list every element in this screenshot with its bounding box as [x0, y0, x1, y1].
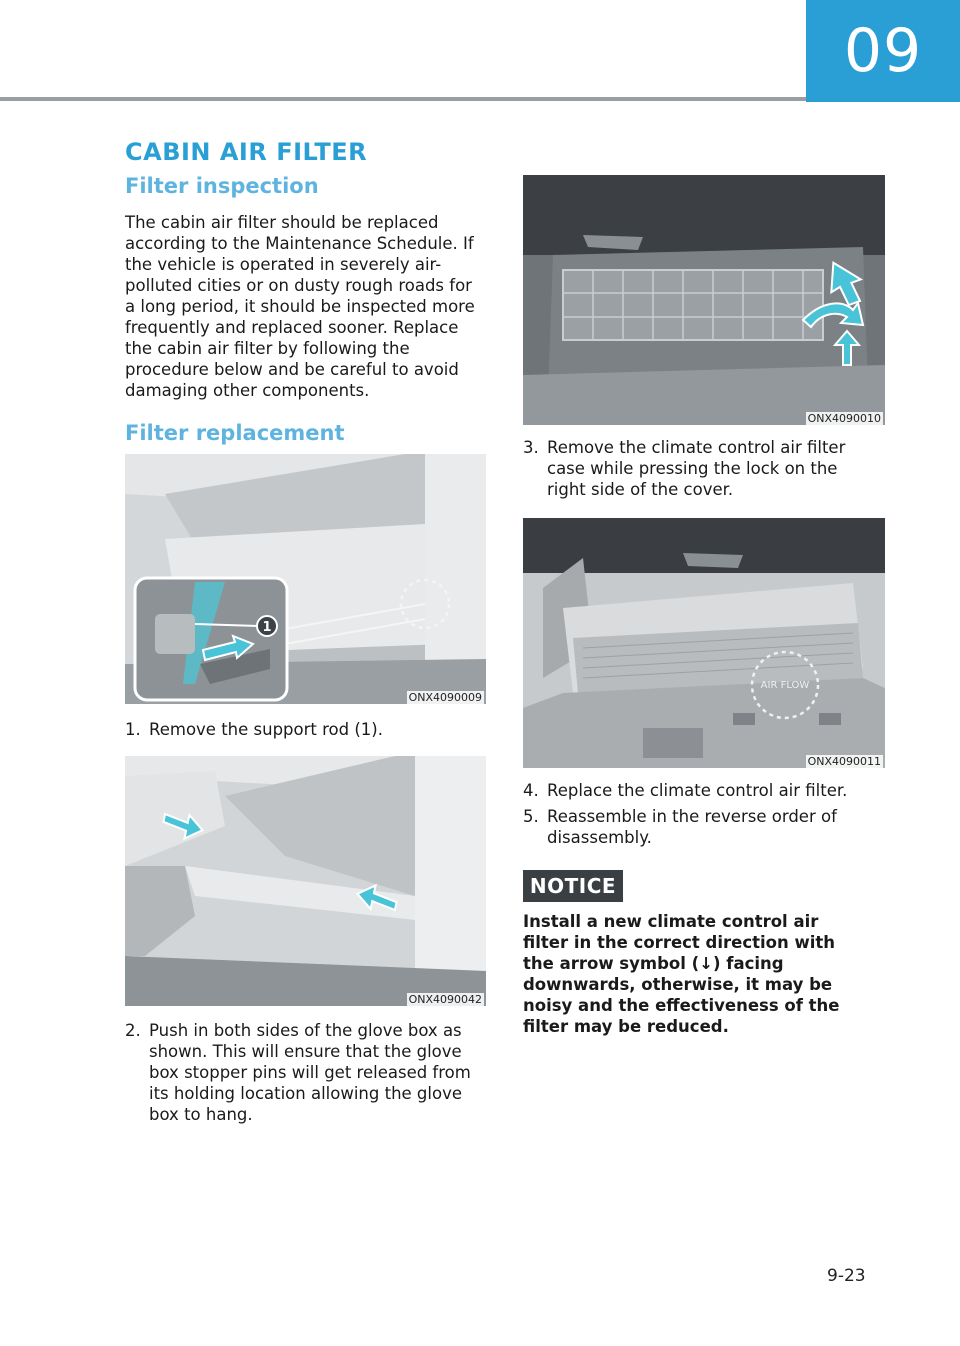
header-rule	[0, 97, 806, 101]
step-number: 2.	[125, 1021, 141, 1040]
figure-support-rod: 1 ONX4090009	[125, 454, 486, 704]
step-item: 5. Reassemble in the reverse order of di…	[523, 806, 868, 848]
figure-code: ONX4090011	[805, 755, 883, 768]
figure-code: ONX4090042	[406, 993, 484, 1006]
step-text: Remove the support rod (1).	[149, 720, 383, 739]
inspection-body: The cabin air filter should be replaced …	[125, 213, 475, 400]
step-item: 4. Replace the climate control air filte…	[523, 780, 868, 801]
inspection-heading: Filter inspection	[125, 174, 319, 198]
notice-badge: NOTICE	[523, 870, 623, 902]
step-number: 1.	[125, 720, 141, 739]
chapter-tab: 09	[806, 0, 960, 102]
step-text: Reassemble in the reverse order of disas…	[547, 807, 837, 847]
step-item: 2. Push in both sides of the glove box a…	[125, 1020, 485, 1125]
step-item: 1. Remove the support rod (1).	[125, 719, 485, 740]
step-item: 3. Remove the climate control air filter…	[523, 437, 868, 500]
figure-code: ONX4090009	[406, 691, 484, 704]
figure-callout: 1	[262, 620, 271, 635]
figure-stamp: AIR FLOW	[761, 680, 810, 691]
section-title: CABIN AIR FILTER	[125, 138, 368, 166]
step-number: 3.	[523, 438, 539, 457]
step-text: Remove the climate control air filter ca…	[547, 438, 846, 499]
replacement-heading: Filter replacement	[125, 421, 345, 445]
step-text: Push in both sides of the glove box as s…	[149, 1021, 471, 1124]
step-text: Replace the climate control air filter.	[547, 781, 848, 800]
figure-filter-removal: AIR FLOW ONX4090011	[523, 518, 885, 768]
figure-glove-box: ONX4090042	[125, 756, 486, 1006]
page-number: 9-23	[827, 1266, 866, 1286]
step-number: 4.	[523, 781, 539, 800]
figure-filter-case: ONX4090010	[523, 175, 885, 425]
notice-text: Install a new climate control air filter…	[523, 912, 840, 1036]
figure-code: ONX4090010	[805, 412, 883, 425]
step-number: 5.	[523, 807, 539, 826]
